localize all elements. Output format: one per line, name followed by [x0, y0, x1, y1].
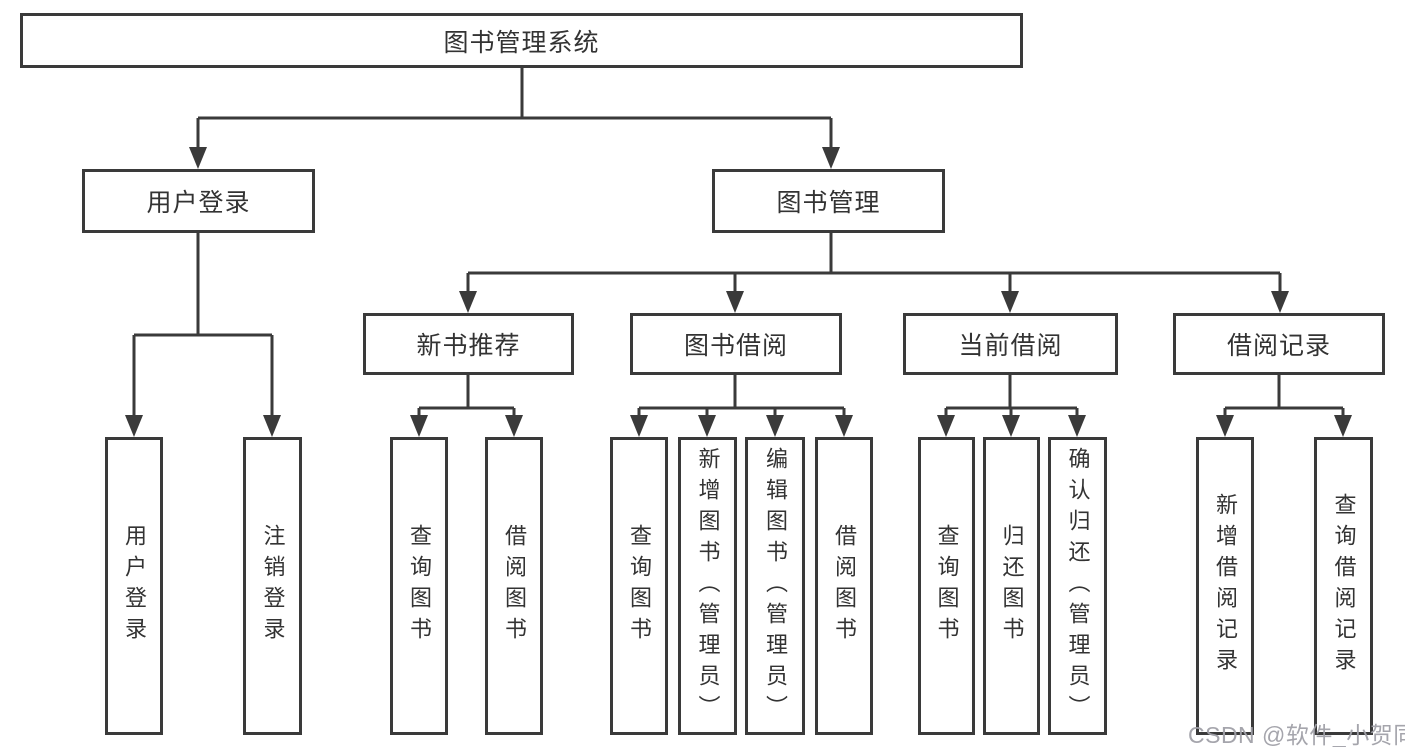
leaf-query-books-recommend-label: 查询图书 — [407, 524, 432, 648]
leaf-query-borrow-record: 查询借阅记录 — [1314, 437, 1373, 735]
leaf-query-books-borrowing: 查询图书 — [610, 437, 668, 735]
leaf-return-books-label: 归还图书 — [999, 524, 1025, 648]
leaf-logout: 注销登录 — [243, 437, 302, 735]
leaf-return-books: 归还图书 — [983, 437, 1040, 735]
node-book-management-label: 图书管理 — [776, 189, 881, 217]
leaf-add-borrow-record-label: 新增借阅记录 — [1213, 493, 1238, 679]
leaf-query-books-borrowing-label: 查询图书 — [627, 524, 652, 648]
leaf-query-books-recommend: 查询图书 — [390, 437, 448, 735]
node-root: 图书管理系统 — [20, 13, 1023, 68]
connector-paths — [132, 68, 1345, 420]
node-root-label: 图书管理系统 — [443, 28, 600, 57]
node-current-borrowing-label: 当前借阅 — [958, 332, 1063, 360]
leaf-add-book-admin-label: 新增图书（管理员） — [695, 446, 721, 726]
node-user-login: 用户登录 — [82, 169, 315, 233]
leaf-confirm-return-admin-label: 确认归还（管理员） — [1065, 446, 1091, 726]
node-user-login-label: 用户登录 — [146, 189, 251, 217]
leaf-confirm-return-admin: 确认归还（管理员） — [1048, 437, 1107, 735]
leaf-borrow-books-recommend-label: 借阅图书 — [502, 524, 527, 648]
node-new-book-recommendation-label: 新书推荐 — [416, 332, 521, 360]
leaf-user-login: 用户登录 — [105, 437, 163, 735]
leaf-borrow-books-recommend: 借阅图书 — [485, 437, 543, 735]
leaf-query-borrow-record-label: 查询借阅记录 — [1331, 493, 1357, 679]
leaf-add-book-admin: 新增图书（管理员） — [678, 437, 737, 735]
csdn-watermark: CSDN @软件_小贺同学 — [1188, 722, 1405, 747]
node-current-borrowing: 当前借阅 — [903, 313, 1118, 375]
leaf-query-books-current: 查询图书 — [918, 437, 975, 735]
leaf-logout-label: 注销登录 — [260, 524, 286, 648]
leaf-edit-book-admin-label: 编辑图书（管理员） — [763, 446, 788, 726]
leaf-edit-book-admin: 编辑图书（管理员） — [745, 437, 805, 735]
node-new-book-recommendation: 新书推荐 — [363, 313, 574, 375]
leaf-borrow-books-borrowing-label: 借阅图书 — [832, 524, 857, 648]
node-book-borrowing: 图书借阅 — [630, 313, 842, 375]
node-book-borrowing-label: 图书借阅 — [683, 332, 788, 360]
leaf-query-books-current-label: 查询图书 — [934, 524, 960, 648]
node-borrowing-records: 借阅记录 — [1173, 313, 1385, 375]
node-borrowing-records-label: 借阅记录 — [1226, 332, 1331, 360]
arrowheads — [125, 147, 1352, 437]
leaf-borrow-books-borrowing: 借阅图书 — [815, 437, 873, 735]
node-book-management: 图书管理 — [712, 169, 945, 233]
leaf-user-login-label: 用户登录 — [122, 524, 147, 648]
leaf-add-borrow-record: 新增借阅记录 — [1196, 437, 1254, 735]
